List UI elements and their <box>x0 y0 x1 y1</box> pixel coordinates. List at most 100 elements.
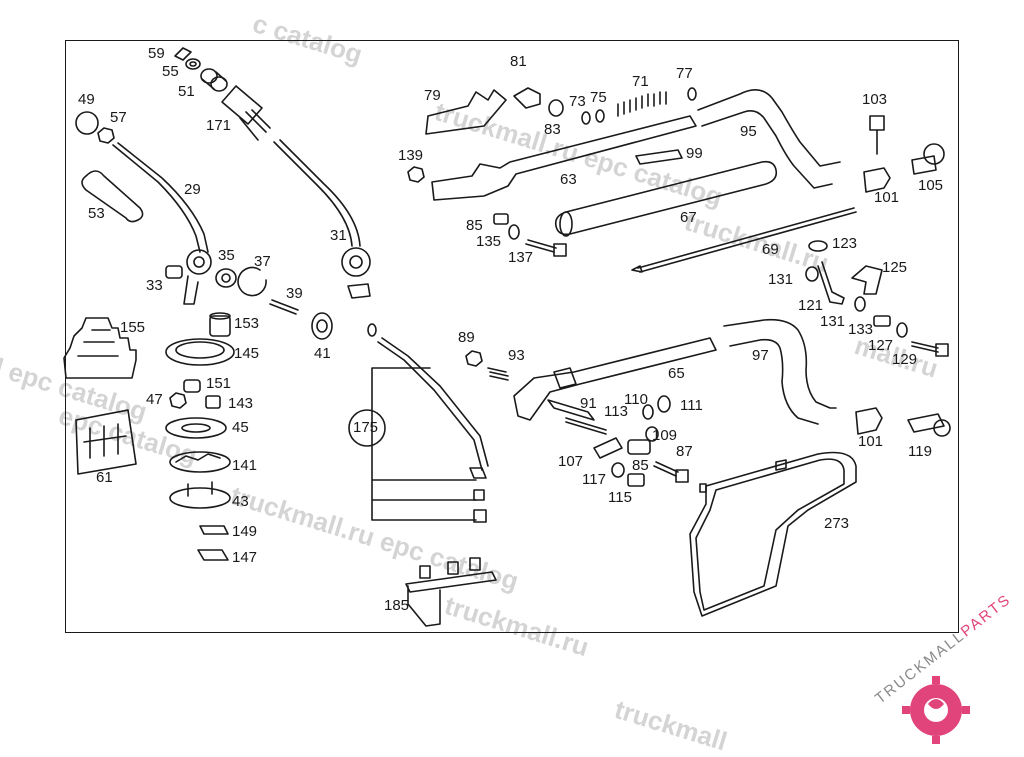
part-59-clip <box>174 47 192 61</box>
callout-113: 113 <box>604 403 628 420</box>
callout-91: 91 <box>580 395 597 412</box>
callout-61: 61 <box>96 469 113 486</box>
part-55-ring <box>185 58 201 70</box>
part-123-washer <box>808 240 828 252</box>
part-37-circlip <box>237 266 267 297</box>
part-143-bush <box>205 395 221 409</box>
callout-139: 139 <box>398 147 424 164</box>
part-110-washer <box>642 404 654 420</box>
callout-185: 185 <box>384 597 410 614</box>
callout-93: 93 <box>508 347 525 364</box>
callout-137: 137 <box>508 249 534 266</box>
part-135-washer <box>508 224 520 240</box>
part-273-hose <box>689 451 857 617</box>
part-119-joint <box>907 413 951 437</box>
part-103-bolt <box>869 115 885 155</box>
part-153-bush <box>209 312 231 337</box>
callout-131-lower: 131 <box>820 313 846 330</box>
callout-79: 79 <box>424 87 441 104</box>
part-77-washer <box>687 87 697 101</box>
callout-55: 55 <box>162 63 179 80</box>
truckmall-logo <box>902 676 970 744</box>
part-93-spring <box>487 367 509 381</box>
callout-53: 53 <box>88 205 105 222</box>
part-97-pipe <box>723 318 837 425</box>
callout-49: 49 <box>78 91 95 108</box>
callout-97: 97 <box>752 347 769 364</box>
callout-149: 149 <box>232 523 258 540</box>
part-155-boot <box>63 317 137 379</box>
part-127-bush <box>873 315 891 327</box>
part-115-pin <box>627 473 645 487</box>
part-51-bush <box>200 68 228 92</box>
part-91-lever <box>547 399 595 421</box>
part-85b-pin <box>627 439 651 455</box>
part-139-nut <box>407 166 425 183</box>
callout-125: 125 <box>882 259 908 276</box>
callout-175: 175 <box>353 419 379 436</box>
callout-57: 57 <box>110 109 127 126</box>
part-47-nut <box>169 392 187 409</box>
callout-73: 73 <box>569 93 586 110</box>
part-49-knob <box>75 111 99 135</box>
callout-141: 141 <box>232 457 258 474</box>
part-69-rod <box>631 207 857 273</box>
callout-31: 31 <box>330 227 347 244</box>
callout-111: 111 <box>680 397 703 414</box>
callout-129: 129 <box>892 351 918 368</box>
part-101b-coupling <box>855 407 883 435</box>
part-147-bracket <box>197 549 229 561</box>
part-85-pin <box>493 213 509 225</box>
part-129-bolt <box>896 322 949 357</box>
callout-59: 59 <box>148 45 165 62</box>
part-117-bush <box>611 462 625 478</box>
callout-95: 95 <box>740 123 757 140</box>
callout-109: 109 <box>652 427 678 444</box>
part-145-plate <box>165 338 235 366</box>
callout-83: 83 <box>544 121 561 138</box>
part-53-knob <box>81 170 144 223</box>
callout-110: 110 <box>624 391 648 408</box>
callout-155: 155 <box>120 319 146 336</box>
callout-33: 33 <box>146 277 163 294</box>
callout-121: 121 <box>798 297 824 314</box>
part-33-pin <box>165 265 183 279</box>
callout-43: 43 <box>232 493 249 510</box>
gear-icon <box>902 676 970 744</box>
callout-45: 45 <box>232 419 249 436</box>
callout-143: 143 <box>228 395 254 412</box>
part-149-bracket <box>199 525 229 535</box>
part-41-bush <box>311 312 333 340</box>
callout-107: 107 <box>558 453 584 470</box>
part-81-clamp <box>513 87 541 109</box>
callout-35: 35 <box>218 247 235 264</box>
callout-171: 171 <box>206 117 232 134</box>
part-107-clamp <box>593 437 623 459</box>
callout-147: 147 <box>232 549 258 566</box>
part-35-bush <box>215 268 237 288</box>
part-99-plate <box>635 149 683 165</box>
part-73-washer <box>581 111 591 125</box>
callout-101-lower: 101 <box>858 433 884 450</box>
part-105-bolt <box>911 143 945 175</box>
callout-115: 115 <box>608 489 632 506</box>
part-141-plate <box>169 451 231 473</box>
part-125-bracket <box>851 265 883 295</box>
part-29-lever <box>112 142 212 305</box>
part-101-coupling <box>863 167 891 193</box>
callout-71: 71 <box>632 73 649 90</box>
part-79-bracket <box>425 89 507 135</box>
part-31-lever <box>273 139 371 299</box>
part-131-nut <box>805 266 819 282</box>
callout-123: 123 <box>832 235 858 252</box>
part-67-cylinder <box>554 160 778 237</box>
part-121-lever <box>817 261 845 305</box>
callout-47: 47 <box>146 391 163 408</box>
callout-105: 105 <box>918 177 944 194</box>
callout-135: 135 <box>476 233 502 250</box>
callout-85-lower: 85 <box>632 457 649 474</box>
diagram-frame <box>65 40 959 633</box>
part-89-nut <box>465 350 483 367</box>
callout-87: 87 <box>676 443 693 460</box>
